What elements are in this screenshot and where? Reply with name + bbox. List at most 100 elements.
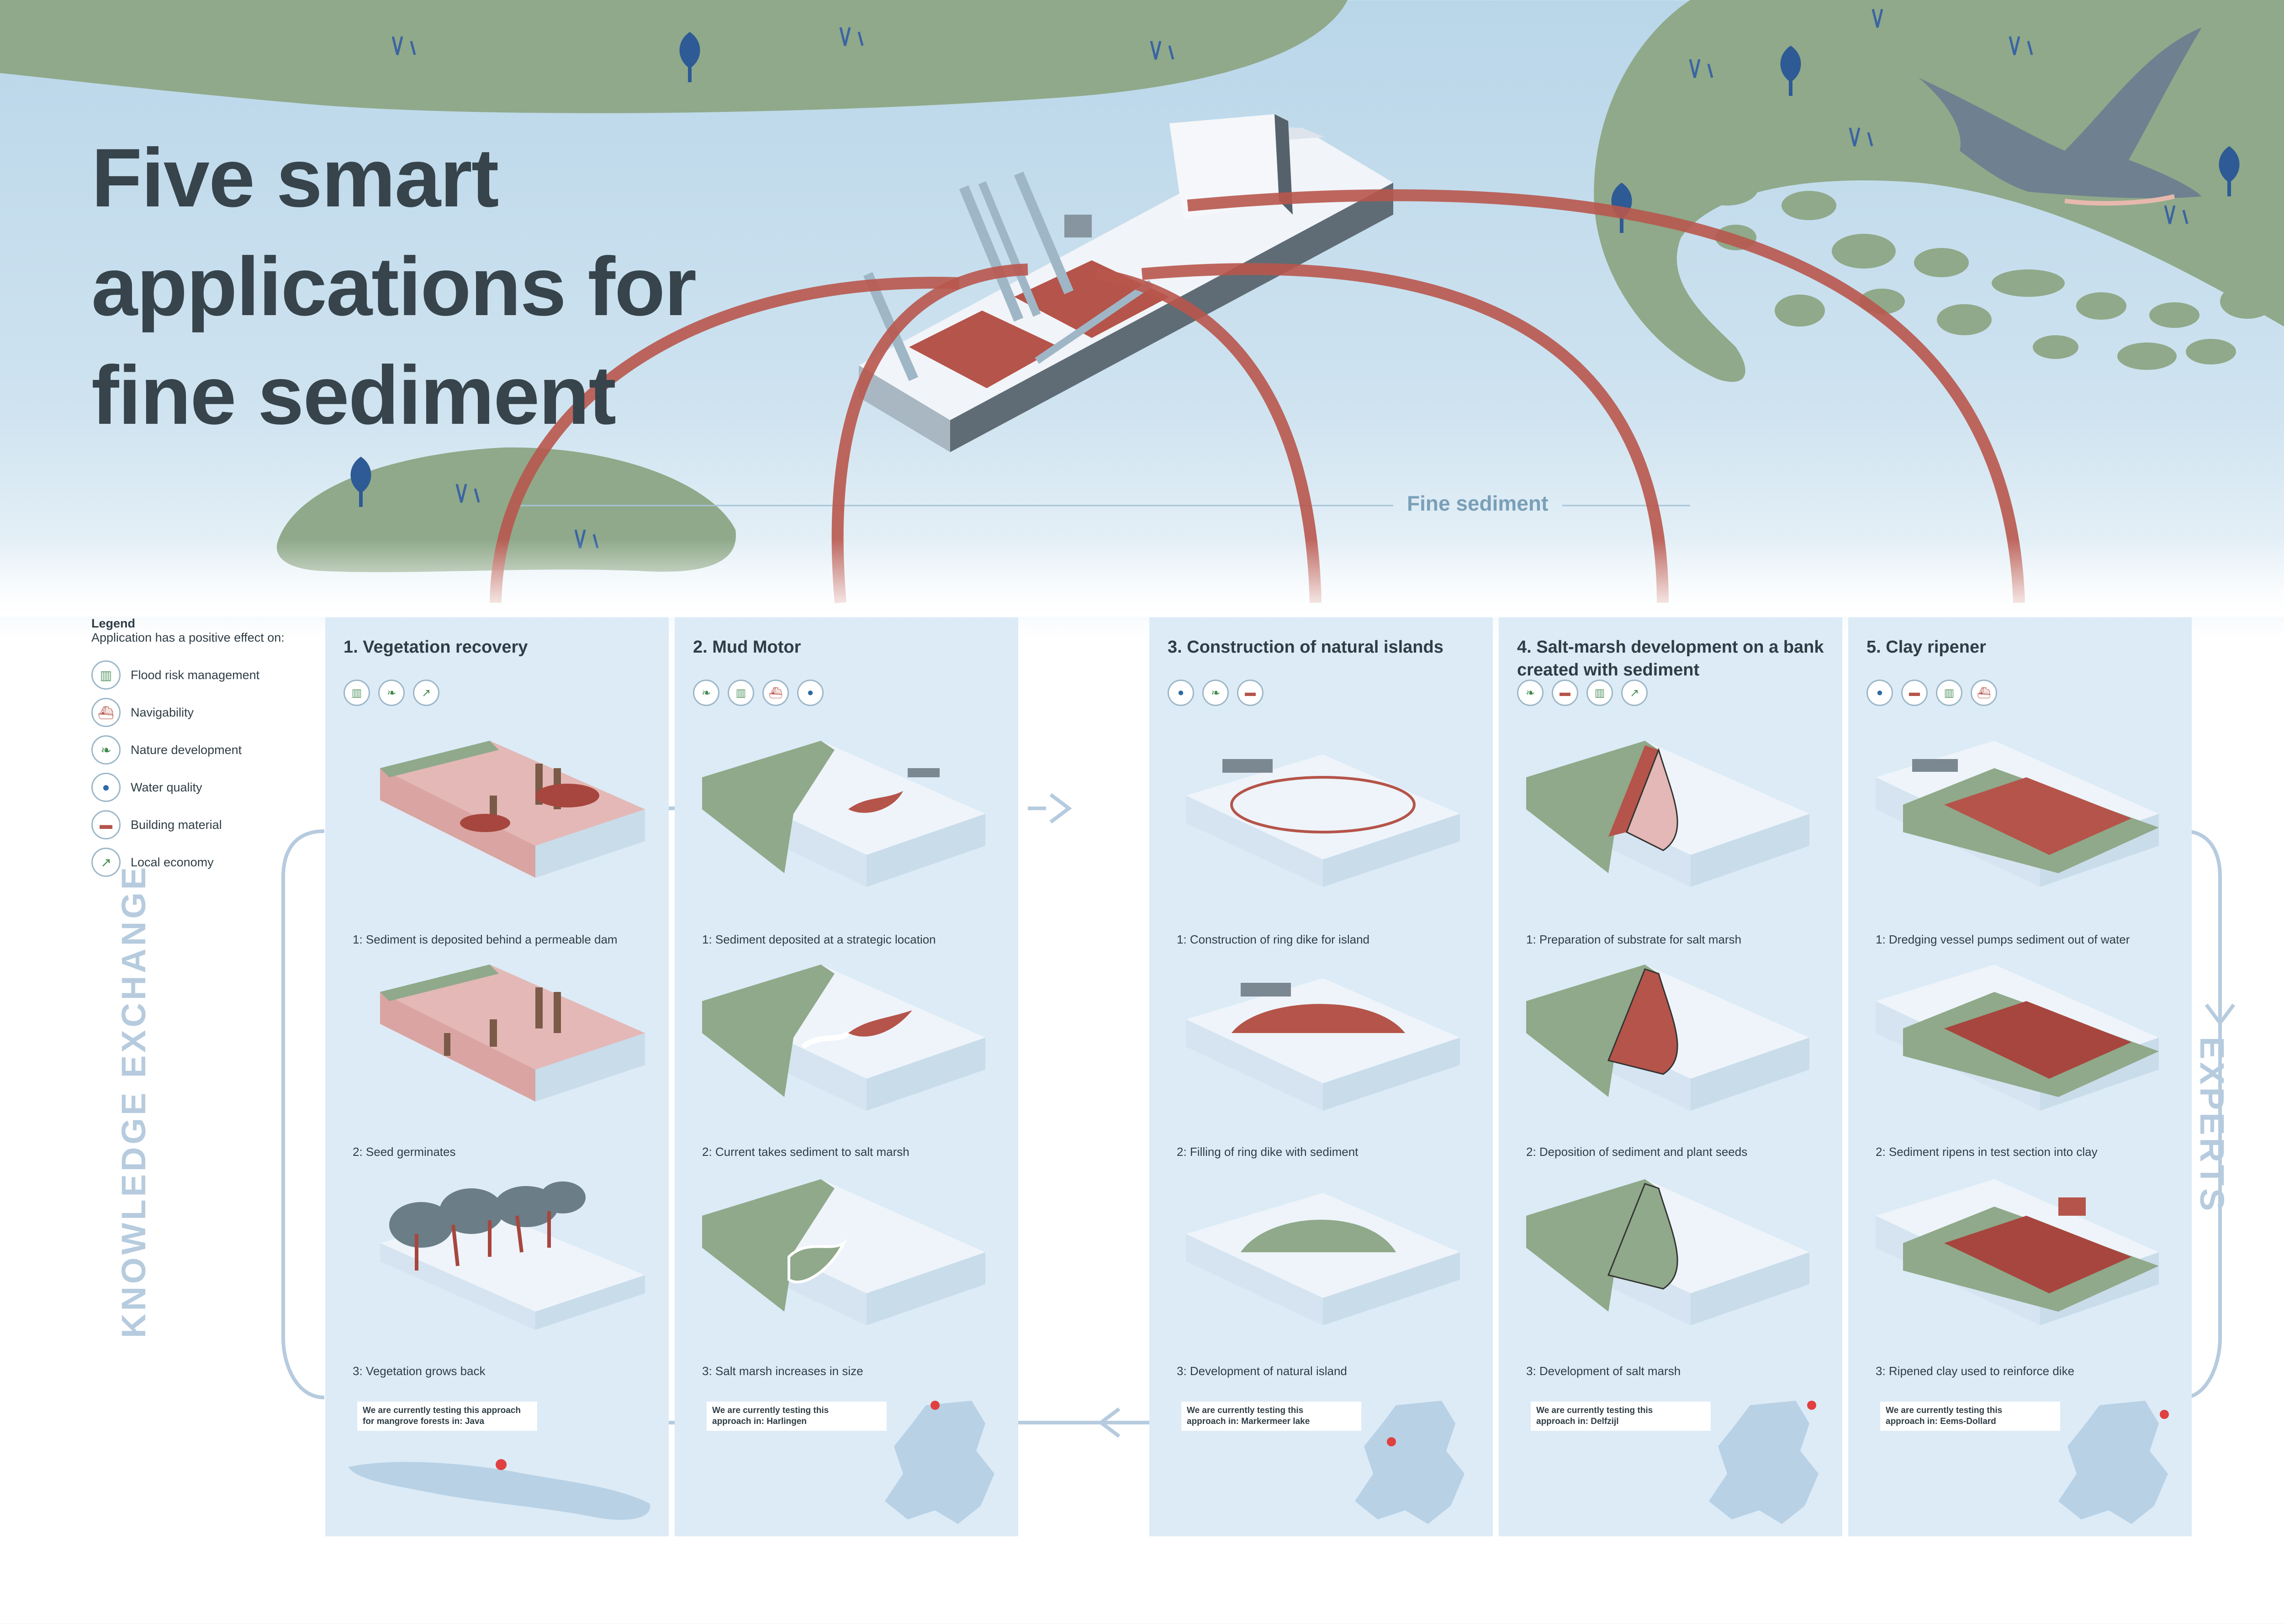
- step-caption: 3: Development of natural island: [1177, 1364, 1347, 1378]
- testing-line-1: We are currently testing this: [712, 1406, 829, 1415]
- leaf-icon: ❧: [91, 735, 121, 765]
- top-land: [0, 0, 1348, 113]
- legend-item-label: Nature development: [131, 743, 242, 757]
- ship-icon: ⛴: [762, 680, 789, 706]
- step-caption: 3: Salt marsh increases in size: [702, 1364, 863, 1378]
- testing-line-2: for mangrove forests in: Java: [363, 1417, 485, 1426]
- testing-line-1: We are currently testing this: [1536, 1406, 1653, 1415]
- panel-title: 5. Clay ripener: [1866, 638, 1986, 657]
- panel-mud-motor: 2. Mud Motor ❧ ▥ ⛴ ● 1: Sediment deposit…: [675, 617, 1018, 1536]
- down-arrow: [2205, 1003, 2236, 1026]
- testing-note: We are currently testing this approach in…: [1531, 1402, 1711, 1431]
- flood-icon: ▥: [728, 680, 754, 706]
- leaf-icon: ❧: [693, 680, 719, 706]
- flood-icon: ▥: [91, 660, 121, 690]
- testing-line-1: We are currently testing this: [1187, 1406, 1304, 1415]
- panel-title: 3. Construction of natural islands: [1168, 638, 1443, 657]
- step-illustration: [1177, 965, 1487, 1115]
- step-illustration: [353, 965, 663, 1115]
- ship-icon: ⛴: [1971, 680, 1997, 706]
- legend-item: ↗ Local economy: [91, 844, 329, 881]
- right-arrow: [1049, 793, 1072, 824]
- testing-line-1: We are currently testing this: [1886, 1406, 2003, 1415]
- droplet-icon: ●: [91, 773, 121, 802]
- testing-line-1: We are currently testing this approach: [363, 1406, 521, 1415]
- bird-icon: [1919, 27, 2202, 199]
- legend-item: ▬Building material: [91, 806, 329, 844]
- legend-item-label: Local economy: [131, 855, 214, 869]
- ship-icon: ⛴: [91, 698, 121, 727]
- step-illustration: [1526, 1179, 1837, 1330]
- testing-note: We are currently testing this approach in…: [1880, 1402, 2060, 1431]
- netherlands-map: [885, 1401, 994, 1524]
- step-caption: 3: Vegetation grows back: [353, 1364, 486, 1378]
- step-illustration: [1876, 965, 2186, 1115]
- testing-line-2: approach in: Markermeer lake: [1187, 1417, 1310, 1426]
- step-caption: 2: Seed germinates: [353, 1145, 456, 1159]
- title-line-1: Five smart: [91, 131, 499, 224]
- step-illustration: [1876, 741, 2186, 891]
- effect-icons: ● ▬ ▥ ⛴: [1866, 680, 1997, 706]
- testing-line-2: approach in: Harlingen: [712, 1417, 807, 1426]
- flood-icon: ▥: [1936, 680, 1962, 706]
- legend-item: ▥ Flood risk management: [91, 656, 329, 694]
- panel-salt-marsh-development: 4. Salt-marsh development on a bank crea…: [1499, 617, 1842, 1536]
- legend-item-label: Navigability: [131, 705, 194, 719]
- legend-item-label: Water quality: [131, 780, 202, 794]
- testing-note: We are currently testing this approach fo…: [357, 1402, 537, 1431]
- grass-tufts: [391, 9, 2189, 548]
- effect-icons: ❧ ▬ ▥ ↗: [1517, 680, 1648, 706]
- step-illustration: [702, 741, 1013, 891]
- brick-icon: ▬: [1901, 680, 1928, 706]
- flood-icon: ▥: [344, 680, 370, 706]
- leaf-icon: ❧: [1517, 680, 1544, 706]
- step-illustration: [1876, 1179, 2186, 1330]
- step-illustration: [1177, 1179, 1487, 1330]
- testing-line-2: approach in: Eems-Dollard: [1886, 1417, 1996, 1426]
- small-islands: [1695, 169, 2275, 370]
- sediment-arcs: [490, 189, 2025, 604]
- flood-icon: ▥: [1586, 680, 1613, 706]
- right-land: [1594, 0, 2284, 382]
- step-caption: 1: Preparation of substrate for salt mar…: [1526, 933, 1742, 946]
- brick-icon: ▬: [91, 810, 121, 839]
- step-illustration: [353, 741, 663, 891]
- droplet-icon: ●: [797, 680, 824, 706]
- leaf-icon: ❧: [1202, 680, 1229, 706]
- step-caption: 3: Ripened clay used to reinforce dike: [1876, 1364, 2075, 1378]
- step-caption: 1: Sediment deposited at a strategic loc…: [702, 933, 936, 946]
- knowledge-exchange-label: KNOWLEDGE EXCHANGE: [115, 864, 153, 1338]
- legend-item-label: Flood risk management: [131, 668, 260, 682]
- legend-title: Legend: [91, 617, 136, 630]
- netherlands-map: [1709, 1401, 1819, 1524]
- effect-icons: ▥ ❧ ↗: [344, 680, 439, 706]
- economy-icon: ↗: [1621, 680, 1648, 706]
- legend-item: ⛴ Navigability: [91, 694, 329, 731]
- panel-title: 2. Mud Motor: [693, 638, 801, 657]
- droplet-icon: ●: [1168, 680, 1194, 706]
- leaf-icon: ❧: [378, 680, 405, 706]
- step-illustration: [1526, 741, 1837, 891]
- legend: Legend Application has a positive effect…: [91, 617, 329, 881]
- panel-vegetation-recovery: 1. Vegetation recovery ▥ ❧ ↗ 1: Sediment…: [325, 617, 669, 1536]
- panel-title: 1. Vegetation recovery: [344, 638, 528, 657]
- title-line-2: applications for: [91, 240, 697, 333]
- netherlands-map: [2058, 1401, 2169, 1524]
- testing-line-2: approach in: Delfzijl: [1536, 1417, 1619, 1426]
- economy-icon: ↗: [413, 680, 439, 706]
- step-caption: 2: Filling of ring dike with sediment: [1177, 1145, 1359, 1159]
- fine-sediment-label: Fine sediment: [1407, 491, 1549, 515]
- netherlands-map: [1355, 1401, 1465, 1524]
- step-illustration: [702, 1179, 1013, 1330]
- panel-clay-ripener: 5. Clay ripener ● ▬ ▥ ⛴ 1: Dredging vess…: [1848, 617, 2192, 1536]
- legend-item: ● Water quality: [91, 769, 329, 806]
- economy-icon: ↗: [91, 848, 121, 877]
- experts-label: EXPERTS: [2193, 1037, 2231, 1214]
- step-caption: 3: Development of salt marsh: [1526, 1364, 1681, 1378]
- left-arrow: [1098, 1407, 1121, 1438]
- step-caption: 1: Sediment is deposited behind a permea…: [353, 933, 618, 946]
- step-illustration: [1177, 741, 1487, 891]
- effect-icons: ● ❧ ▬: [1168, 680, 1264, 706]
- legend-item: ❧ Nature development: [91, 731, 329, 769]
- step-caption: 2: Deposition of sediment and plant seed…: [1526, 1145, 1748, 1159]
